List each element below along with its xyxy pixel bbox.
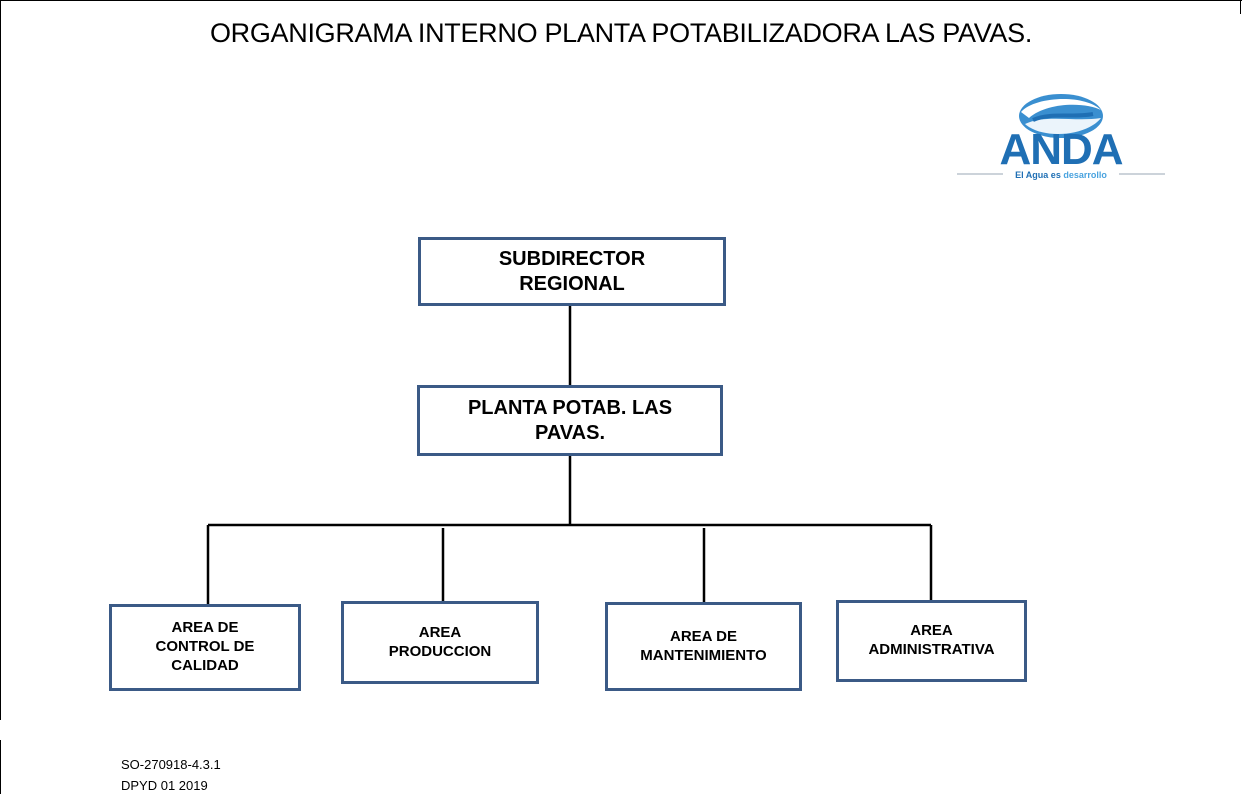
page-border-left-lower — [0, 740, 1, 794]
node-area-produccion: AREA PRODUCCION — [341, 601, 539, 684]
logo-tagline: El Agua es desarrollo — [1015, 170, 1107, 180]
logo-brand-text: ANDA — [999, 125, 1122, 174]
node-label-line: REGIONAL — [519, 272, 625, 295]
node-label-line: PAVAS. — [534, 421, 605, 444]
anda-logo: ANDA El Agua es desarrollo — [957, 94, 1165, 180]
node-label-line: MANTENIMIENTO — [640, 646, 767, 664]
page-border-top — [0, 0, 1242, 1]
node-area-control-calidad: AREA DE CONTROL DE CALIDAD — [109, 604, 301, 691]
page-title: ORGANIGRAMA INTERNO PLANTA POTABILIZADOR… — [209, 18, 1033, 48]
node-label-line: ADMINISTRATIVA — [868, 641, 995, 658]
footer-document-code: SO-270918-4.3.1 — [121, 757, 221, 772]
page-border-right — [1240, 0, 1241, 14]
node-label-line: PLANTA POTAB. LAS — [467, 396, 673, 419]
node-subdirector-regional: SUBDIRECTOR REGIONAL — [418, 237, 726, 306]
node-label-line: CALIDAD — [171, 656, 239, 674]
node-area-administrativa: AREA ADMINISTRATIVA — [836, 600, 1027, 682]
water-drop-icon — [1019, 94, 1103, 138]
node-area-mantenimiento: AREA DE MANTENIMIENTO — [605, 602, 802, 691]
node-label-line: PRODUCCION — [388, 642, 492, 660]
node-label-line: AREA — [418, 623, 462, 641]
node-label-line: AREA DE — [171, 619, 239, 637]
page-border-left — [0, 0, 1, 720]
node-label-line: AREA — [910, 622, 953, 640]
node-label-line: AREA DE — [670, 627, 737, 645]
footer-revision: DPYD 01 2019 — [121, 778, 208, 793]
node-label-line: SUBDIRECTOR — [498, 247, 646, 270]
node-planta-las-pavas: PLANTA POTAB. LAS PAVAS. — [417, 385, 723, 456]
node-label-line: CONTROL DE — [155, 638, 255, 656]
